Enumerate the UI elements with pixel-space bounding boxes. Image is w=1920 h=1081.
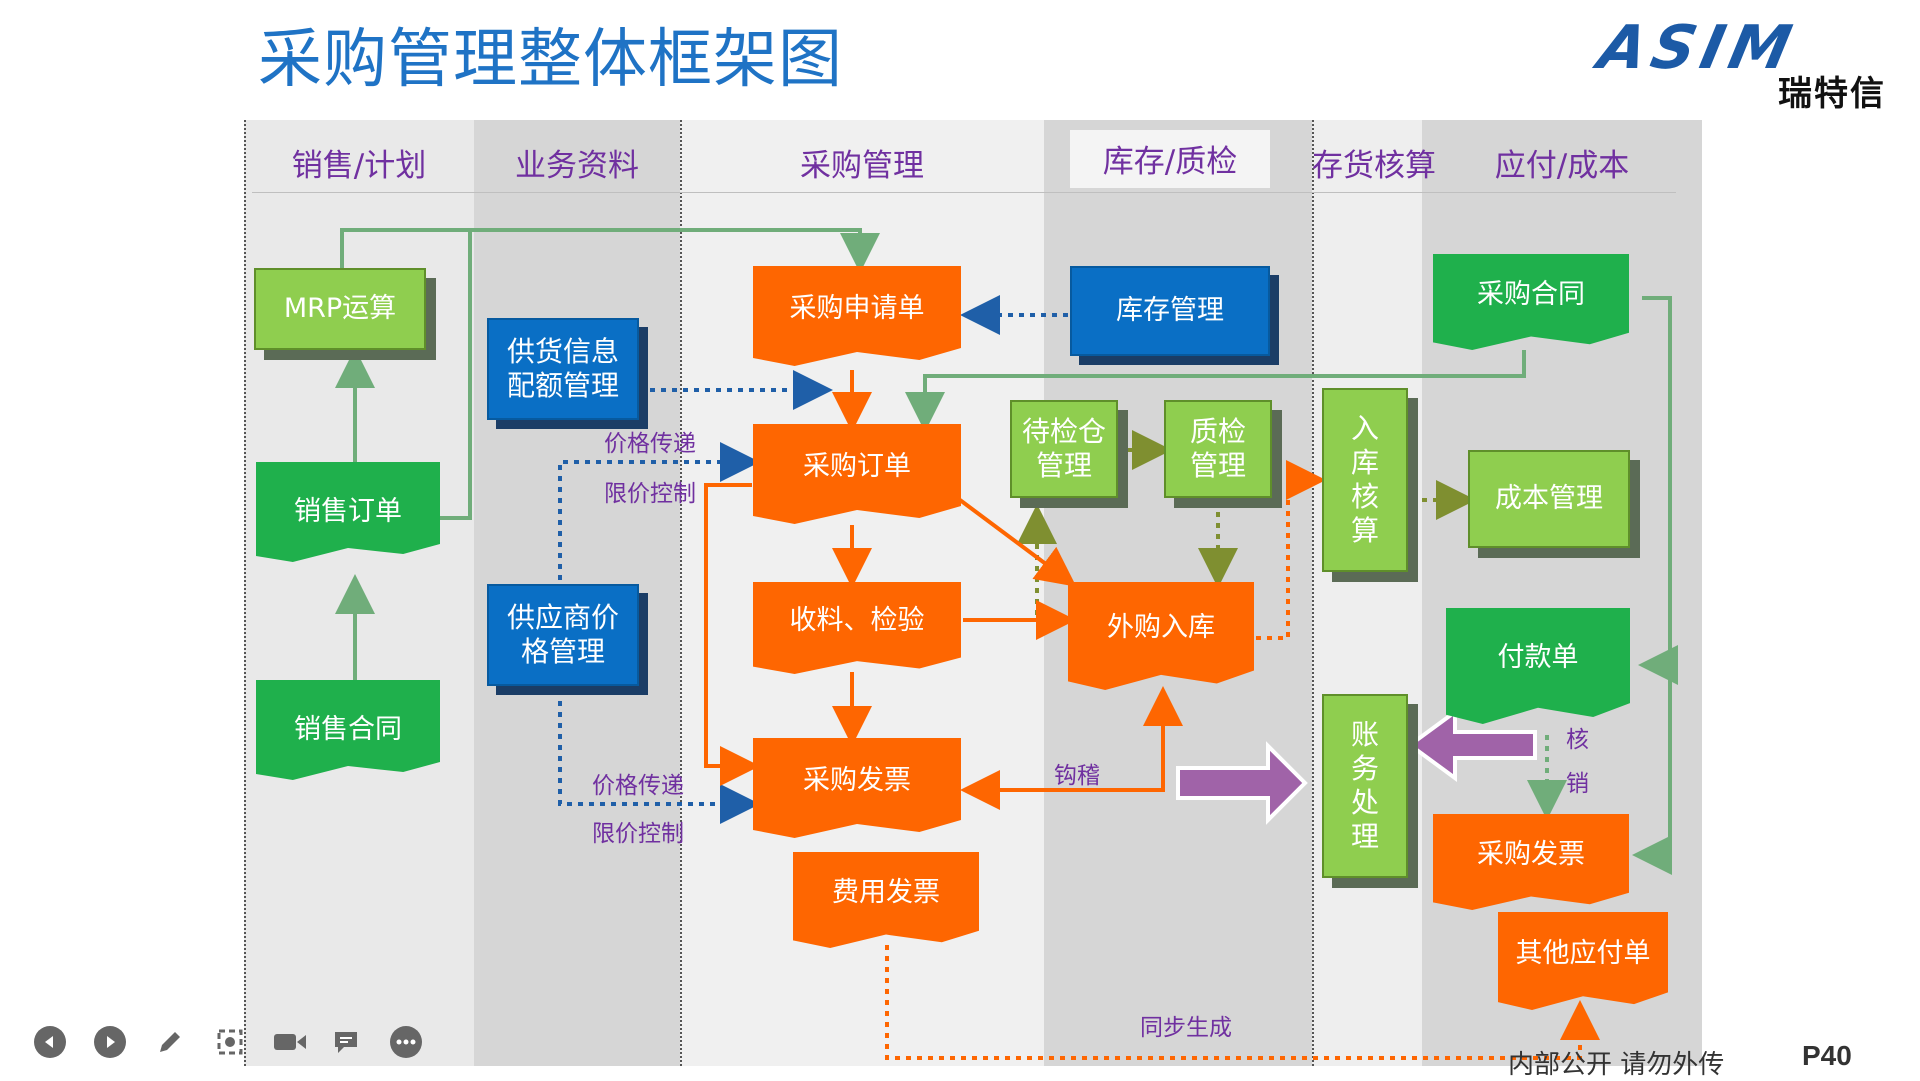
comment-icon[interactable] bbox=[330, 1026, 362, 1058]
inventory-mgmt-node[interactable]: 库存管理 bbox=[1070, 266, 1270, 356]
camera-icon[interactable] bbox=[270, 1026, 310, 1058]
connector-purchasecontract-to-order bbox=[905, 350, 1526, 432]
receive-inspect-node[interactable]: 收料、检验 bbox=[753, 582, 961, 674]
connector-order-to-inbound bbox=[958, 498, 1077, 587]
connector-contract-to-apinvoice bbox=[1632, 665, 1672, 875]
footer-note: 内部公开 请勿外传 bbox=[1508, 1050, 1725, 1080]
lane-header-purchase: 采购管理 bbox=[800, 148, 924, 184]
connector-salesorder-to-mrp bbox=[440, 230, 472, 520]
connector-sync bbox=[885, 945, 1600, 1060]
label-price-limit-top: 限价控制 bbox=[604, 481, 696, 507]
lane-header-stock-accounting: 存货核算 bbox=[1312, 148, 1436, 184]
lane-header-inventory: 库存/质检 bbox=[1102, 144, 1238, 180]
label-writeoff: 核销 bbox=[1566, 727, 1589, 797]
sales-order-node[interactable]: 销售订单 bbox=[256, 462, 440, 562]
lane-header-payable: 应付/成本 bbox=[1494, 148, 1630, 184]
account-processing-node[interactable]: 账务处理 bbox=[1322, 694, 1408, 878]
connector-mrp-to-request bbox=[340, 228, 880, 273]
connector-order-to-invoice bbox=[704, 483, 760, 786]
prev-icon[interactable] bbox=[34, 1026, 66, 1058]
purple-arrow-right bbox=[1176, 741, 1308, 825]
external-inbound-node[interactable]: 外购入库 bbox=[1068, 582, 1254, 690]
sales-contract-node[interactable]: 销售合同 bbox=[256, 680, 440, 780]
purchase-invoice-node[interactable]: 采购发票 bbox=[753, 738, 961, 838]
logo: ASIM 瑞特信 bbox=[1593, 13, 1890, 114]
connector-inbound-to-acct bbox=[1256, 460, 1326, 640]
label-price-pass-bottom: 价格传递 bbox=[592, 773, 684, 799]
connector-price-control-bottom bbox=[558, 690, 760, 824]
lane-bg-stock-accounting bbox=[1312, 120, 1424, 1066]
logo-sub-text: 瑞特信 bbox=[1778, 74, 1886, 114]
supplier-price-node[interactable]: 供应商价格管理 bbox=[487, 584, 639, 686]
purchase-contract-node[interactable]: 采购合同 bbox=[1433, 254, 1629, 350]
purple-arrow-left bbox=[1406, 708, 1537, 782]
connector-price-control-top bbox=[558, 442, 760, 580]
label-hook: 钩稽 bbox=[1054, 763, 1100, 789]
zoom-icon[interactable] bbox=[214, 1026, 246, 1058]
pen-icon[interactable] bbox=[154, 1026, 186, 1058]
purchase-request-node[interactable]: 采购申请单 bbox=[753, 266, 961, 366]
page-number: P40 bbox=[1802, 1040, 1852, 1071]
more-icon[interactable] bbox=[390, 1026, 422, 1058]
mrp-node[interactable]: MRP运算 bbox=[254, 268, 426, 350]
play-icon[interactable] bbox=[94, 1026, 126, 1058]
connector-contract-to-payment bbox=[1638, 296, 1678, 685]
ap-purchase-invoice-node[interactable]: 采购发票 bbox=[1433, 814, 1629, 910]
lane-header-sales: 销售/计划 bbox=[291, 148, 427, 184]
purchase-order-node[interactable]: 采购订单 bbox=[753, 424, 961, 524]
page-title: 采购管理整体框架图 bbox=[258, 23, 843, 97]
payment-order-node[interactable]: 付款单 bbox=[1446, 608, 1630, 724]
presentation-controls bbox=[30, 1022, 430, 1068]
head-box-inventory bbox=[1070, 130, 1270, 188]
expense-invoice-node[interactable]: 费用发票 bbox=[793, 852, 979, 948]
label-sync: 同步生成 bbox=[1140, 1015, 1232, 1041]
quality-mgmt-node[interactable]: 质检管理 bbox=[1164, 400, 1272, 498]
label-price-limit-bottom: 限价控制 bbox=[592, 821, 684, 847]
inbound-accounting-node[interactable]: 入库核算 bbox=[1322, 388, 1408, 572]
other-payables-node[interactable]: 其他应付单 bbox=[1498, 912, 1668, 1010]
pending-warehouse-node[interactable]: 待检仓管理 bbox=[1010, 400, 1118, 498]
lane-header-data: 业务资料 bbox=[515, 148, 639, 184]
lane-header-divider bbox=[252, 192, 1676, 193]
supply-info-node[interactable]: 供货信息配额管理 bbox=[487, 318, 639, 420]
cost-mgmt-node[interactable]: 成本管理 bbox=[1468, 450, 1630, 548]
label-price-pass-top: 价格传递 bbox=[604, 431, 696, 457]
